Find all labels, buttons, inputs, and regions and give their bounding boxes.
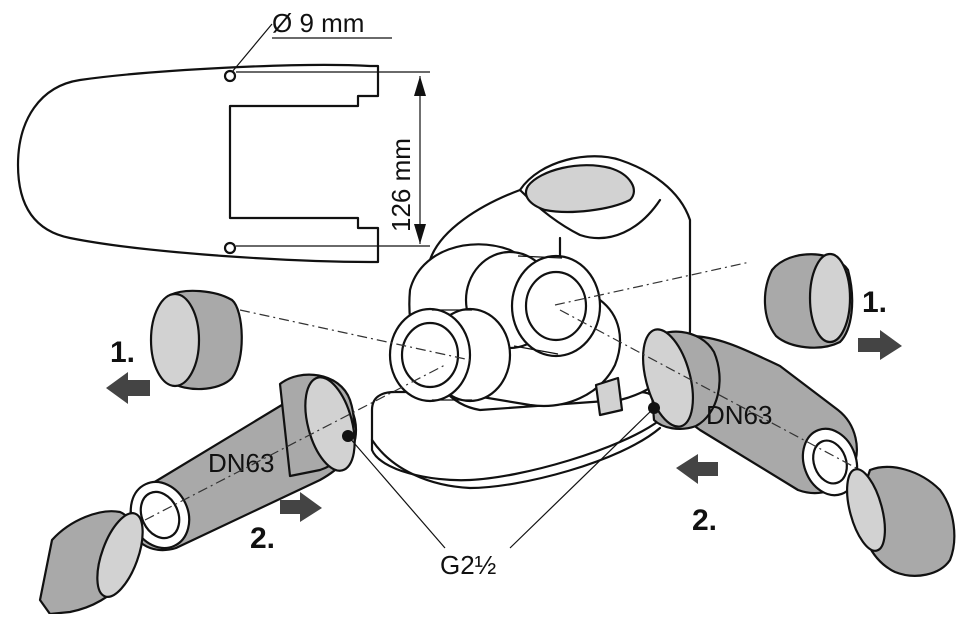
step-right-2: 2.: [692, 504, 717, 537]
diameter-label: Ø 9 mm: [272, 8, 364, 38]
pipe-label-left: DN63: [208, 448, 274, 478]
pipe-label-right: DN63: [706, 400, 772, 430]
arrow-left-insert: [280, 492, 322, 522]
left-hose: [38, 510, 144, 616]
arrow-right-remove: [858, 330, 902, 360]
right-cap: [763, 252, 854, 349]
thread-port-right: [464, 250, 602, 358]
right-hose: [846, 465, 956, 577]
right-pipe: [642, 328, 859, 497]
axis-lines: [144, 261, 861, 521]
mounting-footprint: [16, 23, 430, 264]
thread-callout: [347, 407, 655, 549]
mounting-hole-top: [223, 69, 237, 83]
step-left-1: 1.: [110, 336, 135, 369]
arrow-right-insert: [676, 454, 718, 484]
step-right-1: 1.: [862, 286, 887, 319]
mounting-hole-bottom: [223, 241, 237, 255]
left-cap: [149, 289, 243, 391]
arrow-left-remove: [106, 372, 150, 404]
step-left-2: 2.: [250, 522, 275, 555]
thread-label: G2½: [440, 550, 496, 580]
thread-port-left: [388, 307, 512, 403]
height-dimension-label: 126 mm: [386, 138, 416, 232]
